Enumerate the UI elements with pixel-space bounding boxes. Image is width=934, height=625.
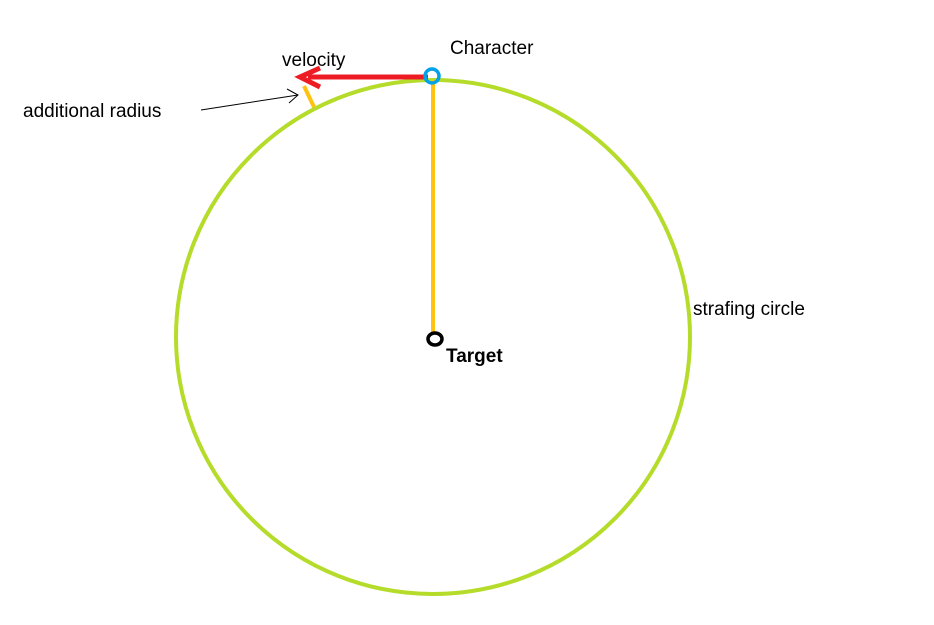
- strafing-circle-label: strafing circle: [693, 299, 805, 320]
- pointer-head: [286, 88, 299, 104]
- target-label: Target: [446, 346, 503, 367]
- velocity-arrow-head: [294, 65, 322, 90]
- additional-radius-line: [302, 85, 316, 108]
- additional-radius-pointer: [200, 88, 299, 111]
- velocity-arrow: [294, 65, 428, 90]
- target-marker: [426, 331, 444, 347]
- pointer-shaft: [200, 94, 299, 111]
- velocity-label: velocity: [282, 50, 346, 71]
- character-label: Character: [450, 38, 534, 59]
- character-marker: [423, 67, 441, 85]
- additional-radius-label: additional radius: [23, 101, 161, 122]
